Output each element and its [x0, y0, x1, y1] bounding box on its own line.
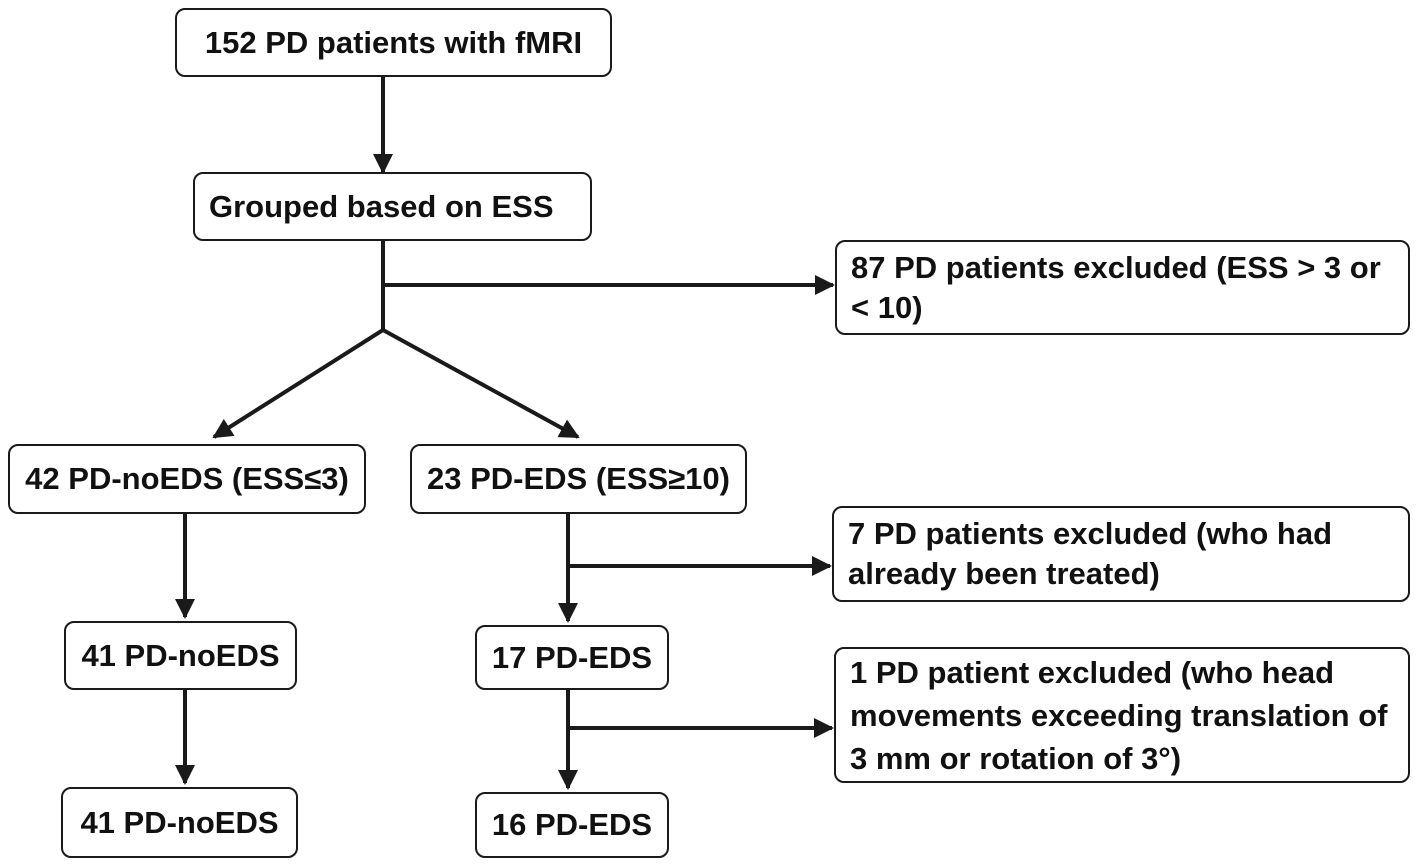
box-eds-final: 16 PD-EDS	[475, 792, 669, 858]
box-start: 152 PD patients with fMRI	[175, 8, 612, 77]
box-eds-final-label: 16 PD-EDS	[491, 807, 653, 842]
box-excluded-treated: 7 PD patients excluded (who had already …	[832, 506, 1410, 602]
box-noeds-final: 41 PD-noEDS	[61, 787, 298, 858]
box-eds-initial-label: 23 PD-EDS (ESS≥10)	[426, 461, 730, 496]
box-excluded-ess: 87 PD patients excluded (ESS > 3 or < 10…	[835, 240, 1410, 335]
box-noeds-initial-label: 42 PD-noEDS (ESS≤3)	[25, 461, 349, 496]
box-excluded-motion-label: 1 PD patient excluded (who head movement…	[850, 654, 1388, 776]
box-noeds-final-label: 41 PD-noEDS	[80, 804, 279, 840]
box-grouped: Grouped based on ESS	[193, 172, 592, 241]
arrow-to-eds-initial	[382, 328, 580, 439]
box-noeds-mid-label: 41 PD-noEDS	[81, 637, 280, 673]
arrow-to-noeds-initial	[212, 328, 385, 439]
box-start-label: 152 PD patients with fMRI	[204, 24, 583, 60]
box-eds-mid-label: 17 PD-EDS	[491, 639, 653, 675]
box-excluded-ess-label: 87 PD patients excluded (ESS > 3 or < 10…	[851, 249, 1381, 325]
box-excluded-treated-label: 7 PD patients excluded (who had already …	[848, 516, 1333, 591]
box-noeds-mid: 41 PD-noEDS	[64, 621, 297, 690]
box-grouped-label: Grouped based on ESS	[209, 188, 554, 224]
box-excluded-motion: 1 PD patient excluded (who head movement…	[834, 647, 1410, 783]
box-eds-initial: 23 PD-EDS (ESS≥10)	[410, 444, 747, 514]
box-eds-mid: 17 PD-EDS	[475, 625, 669, 690]
box-noeds-initial: 42 PD-noEDS (ESS≤3)	[8, 444, 366, 514]
